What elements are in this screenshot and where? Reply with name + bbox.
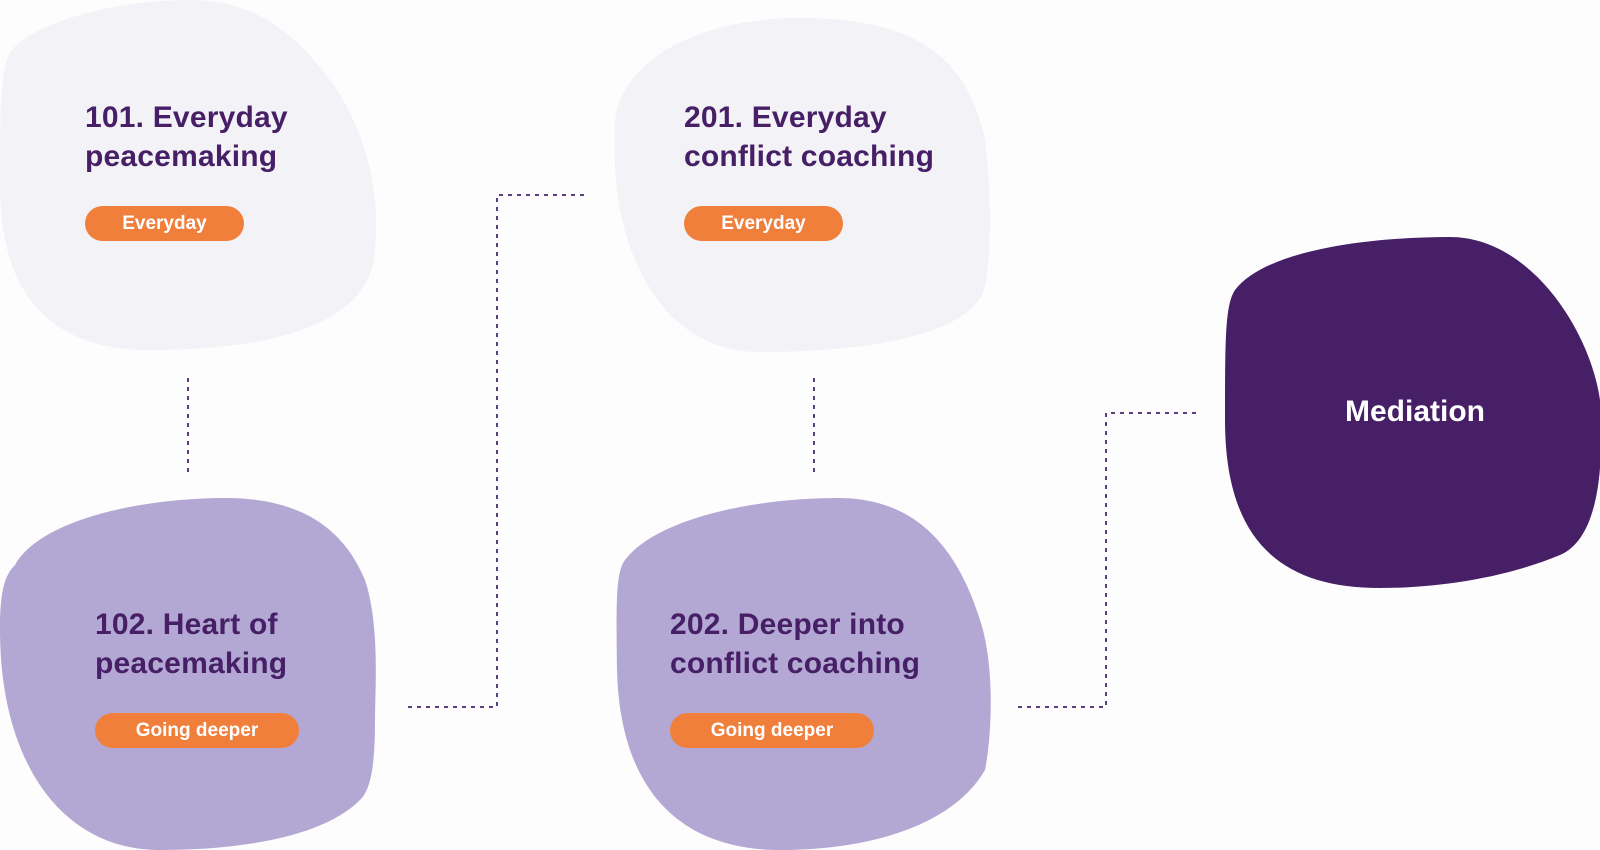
course-card-mediation[interactable]: Mediation (1345, 395, 1485, 428)
course-card-102[interactable]: 102. Heart of peacemaking Going deeper (95, 605, 299, 748)
course-title-line-2: conflict coaching (684, 140, 935, 173)
level-badge-going-deeper: Going deeper (670, 713, 874, 748)
course-title-line-1: 201. Everyday (684, 101, 887, 134)
course-title-line-1: 202. Deeper into (670, 608, 905, 641)
course-title-line-2: peacemaking (95, 647, 288, 680)
connector-202-to-mediation (1018, 412, 1198, 708)
course-card-202[interactable]: 202. Deeper into conflict coaching Going… (670, 605, 920, 748)
course-title-102: 102. Heart of peacemaking (95, 605, 299, 683)
course-title-line-2: conflict coaching (670, 647, 921, 680)
blob-201-background (614, 18, 990, 352)
course-title-101: 101. Everyday peacemaking (85, 98, 288, 176)
course-title-line-2: peacemaking (85, 140, 278, 173)
course-card-101[interactable]: 101. Everyday peacemaking Everyday (85, 98, 288, 241)
level-badge-going-deeper: Going deeper (95, 713, 299, 748)
blob-102-background (0, 498, 376, 850)
connector-102-to-201 (408, 194, 588, 708)
course-title-201: 201. Everyday conflict coaching (684, 98, 934, 176)
level-badge-everyday: Everyday (684, 206, 843, 241)
blob-202-background (616, 498, 991, 850)
blob-mediation-background (1225, 237, 1600, 588)
course-card-201[interactable]: 201. Everyday conflict coaching Everyday (684, 98, 934, 241)
course-title-line-1: 102. Heart of (95, 608, 278, 641)
course-title-202: 202. Deeper into conflict coaching (670, 605, 920, 683)
level-badge-everyday: Everyday (85, 206, 244, 241)
course-title-line-1: 101. Everyday (85, 101, 288, 134)
blob-101-background (0, 0, 377, 350)
